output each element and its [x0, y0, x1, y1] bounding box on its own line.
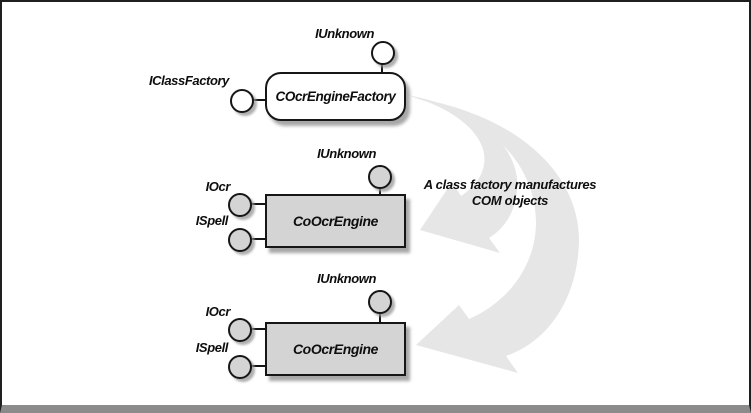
engine2-iocr-lollipop-icon — [228, 318, 252, 342]
factory-iclassfactory-stem — [251, 99, 268, 101]
annotation-line-1: A class factory manufactures — [423, 177, 597, 192]
factory-iunknown-label: IUnknown — [315, 26, 374, 41]
engine2-iocr-stem — [249, 328, 267, 330]
factory-iunknown-stem — [381, 62, 383, 76]
factory-iclassfactory-lollipop-icon — [230, 89, 254, 113]
engine2-iunknown-label: IUnknown — [317, 271, 376, 286]
engine1-iocr-lollipop-icon — [228, 193, 252, 217]
engine1-box-label: CoOcrEngine — [292, 213, 379, 229]
engine1-iunknown-lollipop-icon — [368, 165, 392, 189]
engine1-box: CoOcrEngine — [265, 194, 406, 248]
engine1-ispell-stem — [249, 238, 267, 240]
factory-iunknown-lollipop-icon — [371, 41, 395, 65]
engine2-ispell-stem — [249, 365, 267, 367]
swoosh-arrow-to-engine-2 — [411, 97, 579, 373]
engine1-ispell-lollipop-icon — [228, 228, 252, 252]
factory-box-label: COcrEngineFactory — [275, 89, 396, 104]
annotation-text: A class factory manufactures COM objects — [415, 177, 605, 209]
factory-box: COcrEngineFactory — [265, 72, 406, 121]
engine2-ispell-lollipop-icon — [228, 355, 252, 379]
annotation-line-2: COM objects — [471, 193, 549, 208]
engine1-iunknown-stem — [379, 186, 381, 198]
manufacture-swoosh-arrows — [407, 95, 579, 373]
engine2-box-label: CoOcrEngine — [292, 341, 379, 357]
engine2-ispell-label: ISpell — [195, 340, 229, 355]
engine2-iunknown-stem — [379, 311, 381, 325]
engine1-iocr-label: IOcr — [205, 179, 231, 194]
engine1-iocr-stem — [249, 203, 267, 205]
swoosh-arrow-to-engine-1 — [407, 95, 518, 253]
engine2-iunknown-lollipop-icon — [368, 290, 392, 314]
engine2-box: CoOcrEngine — [265, 322, 406, 376]
engine2-iocr-label: IOcr — [205, 304, 231, 319]
factory-iclassfactory-label: IClassFactory — [148, 73, 229, 88]
engine1-iunknown-label: IUnknown — [317, 146, 376, 161]
engine1-ispell-label: ISpell — [195, 213, 229, 228]
